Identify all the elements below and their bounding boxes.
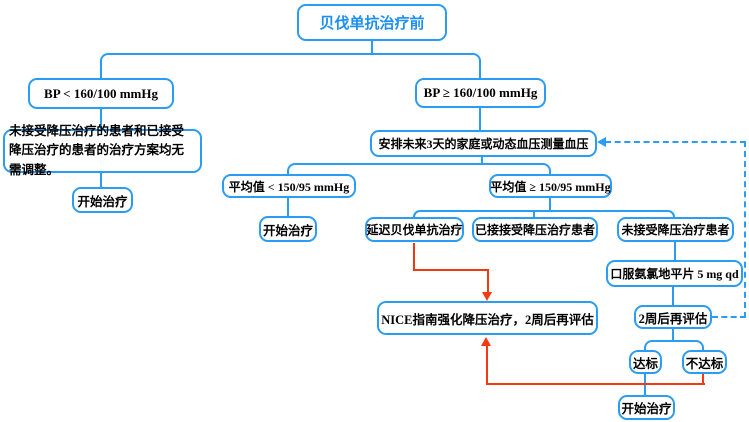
connector-avghigh-stem bbox=[549, 198, 551, 210]
red-arrowhead-nice-bottom bbox=[481, 337, 491, 346]
connector-title-stem bbox=[371, 41, 373, 53]
red-arrowhead-nice-top bbox=[482, 292, 492, 301]
flow-node-delay-treatment: 延迟贝伐单抗治疗 bbox=[365, 217, 464, 242]
connector-split-treated-drop bbox=[533, 210, 535, 217]
flow-node-start-mid: 开始治疗 bbox=[259, 216, 317, 242]
connector-untreated-amlodipine bbox=[674, 242, 676, 260]
flow-node-bp-low: BP < 160/100 mmHg bbox=[28, 78, 174, 109]
dashed-connector-reassess-out bbox=[712, 316, 746, 318]
flow-node-amlodipine: 口服氨氯地平片 5 mg qd bbox=[606, 260, 743, 287]
flow-node-title: 贝伐单抗治疗前 bbox=[297, 4, 447, 41]
dashed-arrowhead-arrange bbox=[597, 137, 606, 147]
flow-node-no-adjust: 未接受降压治疗的患者和已接受降压治疗的患者的治疗方案均无需调整。 bbox=[3, 124, 202, 177]
flow-node-avg-low: 平均值 < 150/95 mmHg bbox=[222, 174, 356, 198]
connector-split-avg bbox=[287, 163, 551, 175]
red-connector-delay-down bbox=[413, 243, 415, 271]
flow-node-treated-patients: 已接接受降压治疗患者 bbox=[472, 217, 598, 242]
flow-node-arrange-bp-measure: 安排未来3天的家庭或动态血压测量血压 bbox=[370, 130, 597, 157]
flow-node-start-left: 开始治疗 bbox=[72, 187, 133, 213]
flow-node-target-not-met: 不达标 bbox=[682, 350, 727, 374]
red-connector-notok-down bbox=[702, 374, 704, 385]
dashed-connector-right-riser bbox=[744, 141, 746, 318]
connector-amlodipine-reassess bbox=[672, 287, 674, 305]
connector-avglow-start bbox=[287, 198, 289, 216]
connector-bphigh-arrange bbox=[479, 108, 481, 130]
flow-node-nice-guideline: NICE指南强化降压治疗，2周后再评估 bbox=[377, 301, 598, 335]
red-connector-delay-into-nice bbox=[487, 269, 489, 292]
red-connector-bottom-across bbox=[487, 383, 705, 385]
connector-split-bp bbox=[100, 53, 481, 78]
flow-node-bp-high: BP ≥ 160/100 mmHg bbox=[415, 78, 546, 108]
connector-bplow-noadjust bbox=[100, 109, 102, 129]
connector-split-three bbox=[413, 210, 675, 217]
flow-node-untreated-patients: 未接受降压治疗患者 bbox=[617, 217, 734, 242]
connector-split-compliance bbox=[644, 340, 704, 350]
connector-arrange-stem bbox=[481, 157, 483, 163]
dashed-connector-to-arrange bbox=[605, 141, 746, 143]
flow-node-reassess-2weeks: 2周后再评估 bbox=[634, 305, 712, 329]
connector-reassess-stem bbox=[672, 329, 674, 340]
flow-node-start-bottom: 开始治疗 bbox=[618, 395, 675, 420]
flow-node-avg-high: 平均值 ≥ 150/95 mmHg bbox=[489, 174, 612, 198]
flow-node-target-met: 达标 bbox=[629, 350, 662, 374]
red-connector-delay-across bbox=[413, 269, 489, 271]
connector-noadjust-start bbox=[100, 173, 102, 187]
red-connector-up-to-nice bbox=[486, 346, 488, 385]
